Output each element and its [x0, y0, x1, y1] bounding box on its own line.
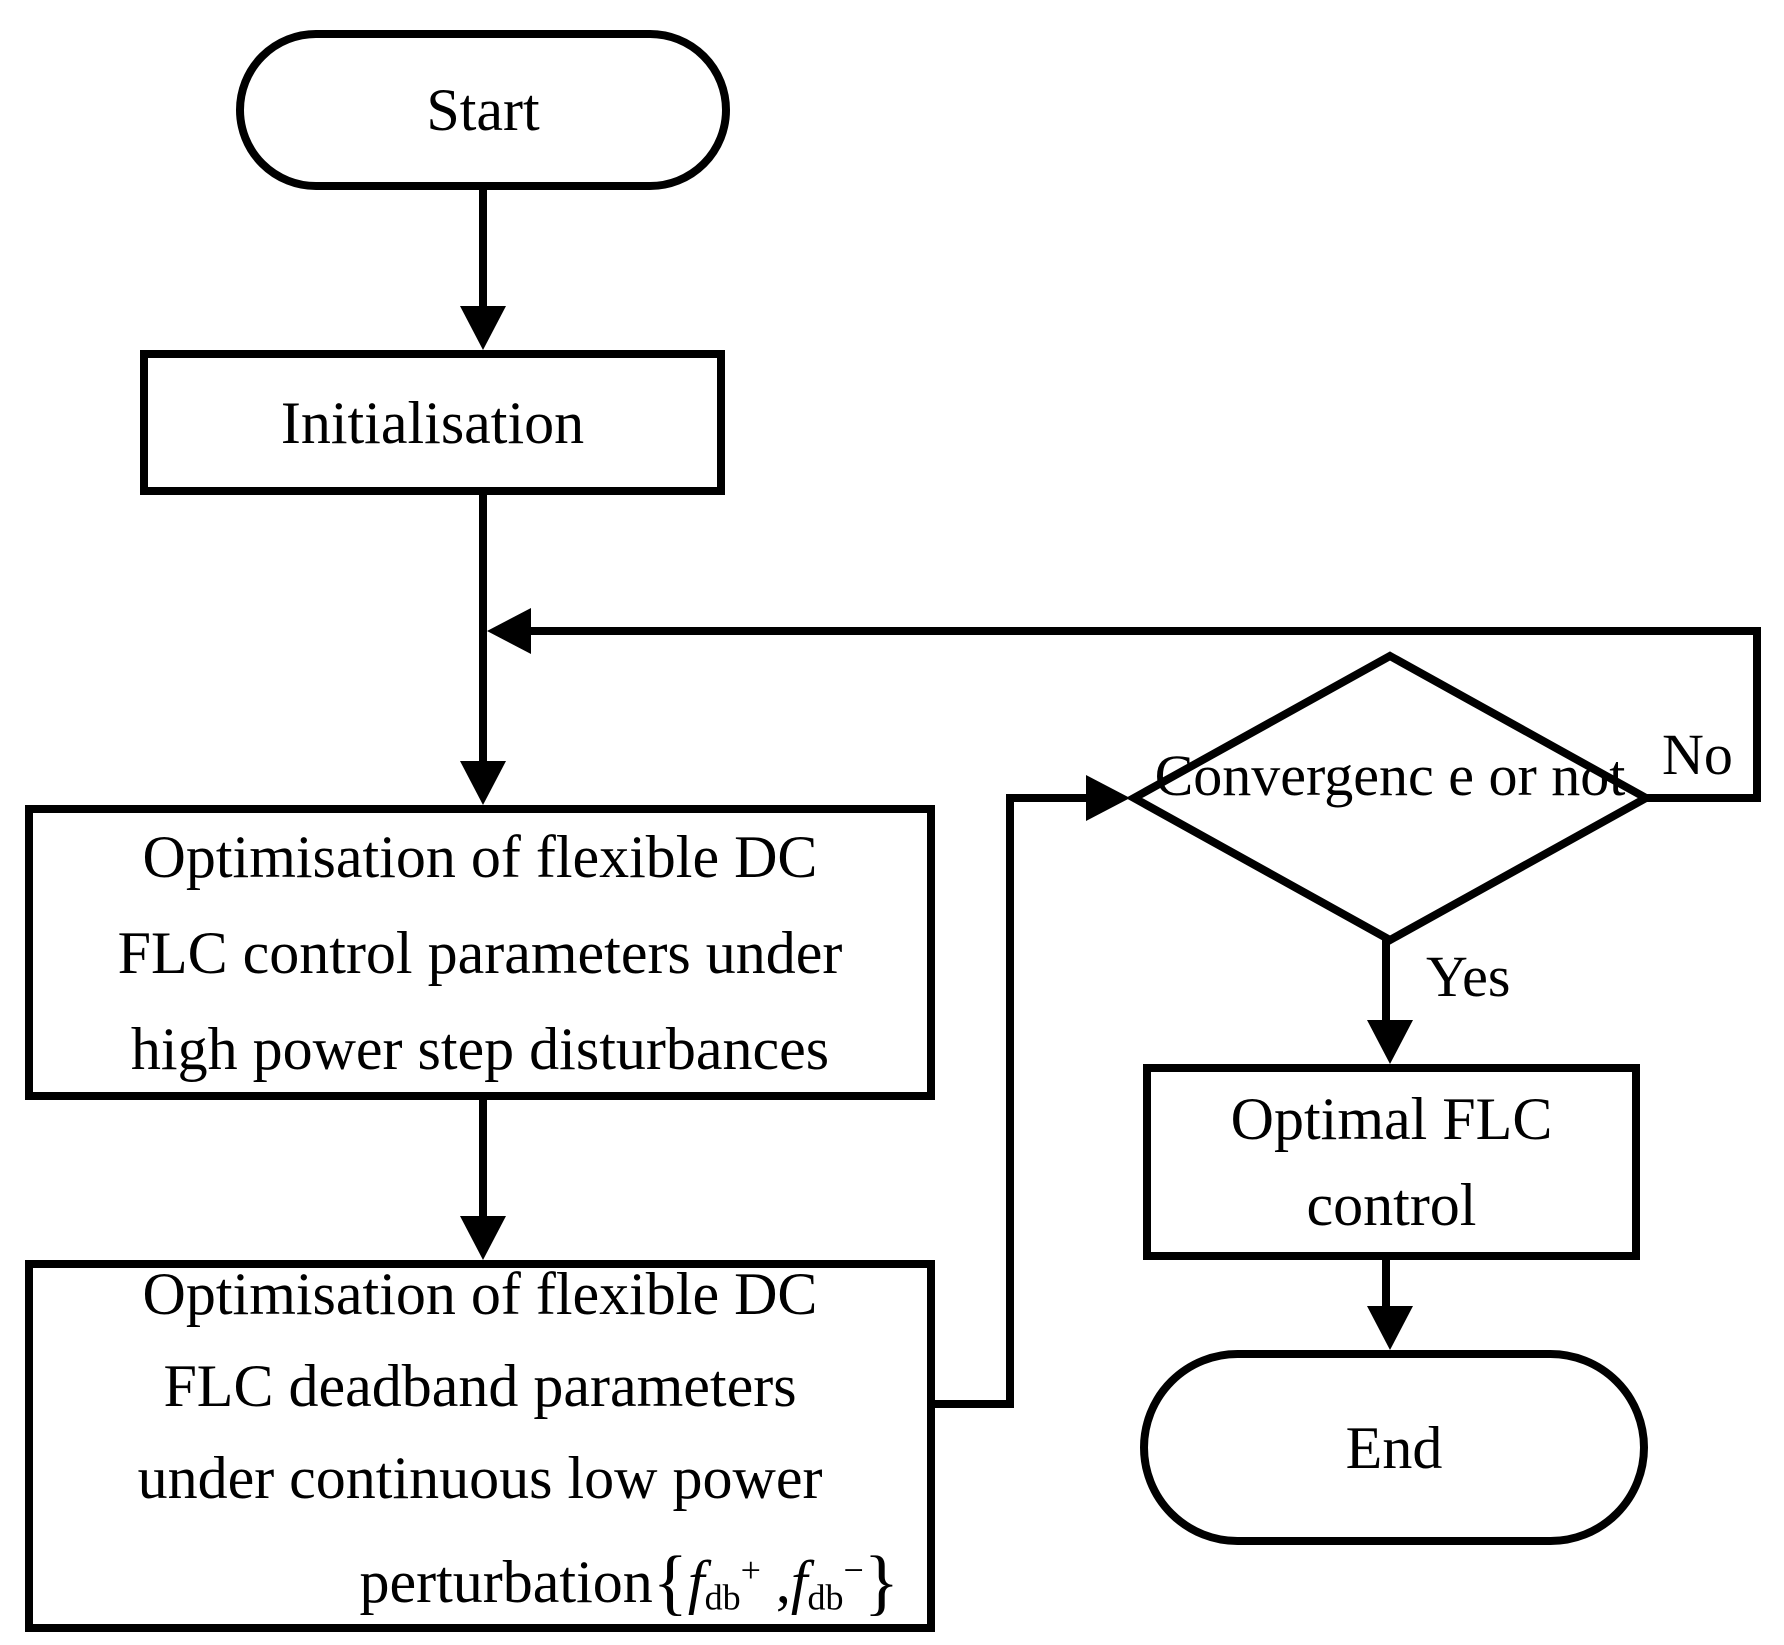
connector-init-to-box1 — [479, 491, 487, 767]
box2-line-3: under continuous low power — [137, 1445, 823, 1512]
initialisation-label: Initialisation — [280, 389, 585, 456]
convergence-diamond — [1125, 648, 1655, 948]
box2-line4-prefix: perturbation — [359, 1548, 653, 1615]
box2-formula-line: perturbation{fdb+ ,fdb−} — [33, 1524, 927, 1644]
formula-f1-subscript: db — [704, 1577, 741, 1618]
formula-open-brace: { — [652, 1541, 688, 1623]
connector-box1-to-box2 — [479, 1096, 487, 1222]
arrowhead-into-box2-icon — [460, 1216, 506, 1260]
initialisation-node: Initialisation — [140, 350, 725, 495]
formula-f1: f — [687, 1548, 705, 1615]
connector-start-to-init — [479, 186, 487, 310]
arrowhead-feedback-junction-icon — [487, 608, 531, 654]
yes-branch-label: Yes — [1426, 944, 1511, 1009]
connector-feedback-vertical — [1753, 627, 1761, 802]
connector-optimal-to-end — [1382, 1256, 1390, 1316]
convergence-label-line1: Convergenc — [1154, 743, 1434, 808]
connector-box2-to-diamond-horizontal — [1006, 794, 1090, 802]
box1-line-2: FLC control parameters under — [117, 919, 843, 986]
box1-line-1: Optimisation of flexible DC — [142, 823, 818, 890]
optimal-line-2: control — [1306, 1172, 1477, 1238]
arrowhead-into-diamond-icon — [1086, 775, 1130, 821]
end-node: End — [1140, 1350, 1648, 1545]
formula-f2-subscript: db — [807, 1577, 844, 1618]
connector-feedback-horizontal — [525, 627, 1761, 635]
start-node: Start — [236, 30, 730, 190]
optimal-line-1: Optimal FLC — [1230, 1086, 1553, 1152]
connector-box2-to-diamond-vertical — [1006, 794, 1014, 1408]
formula-close-brace: } — [863, 1541, 899, 1623]
optimal-flc-node: Optimal FLC control — [1143, 1064, 1640, 1260]
connector-no-branch — [1646, 794, 1757, 802]
box2-line-2: FLC deadband parameters — [163, 1353, 797, 1420]
end-label: End — [1345, 1414, 1443, 1481]
convergence-label: Convergenc e or not — [1146, 732, 1634, 820]
arrowhead-into-box1-icon — [460, 761, 506, 805]
formula-f2: f — [790, 1548, 808, 1615]
start-label: Start — [426, 77, 540, 143]
connector-yes-branch — [1382, 936, 1390, 1026]
arrowhead-into-end-icon — [1367, 1306, 1413, 1350]
no-branch-label: No — [1662, 722, 1733, 787]
formula-f2-superscript: − — [843, 1550, 864, 1591]
optimisation-deadband-node: Optimisation of flexible DC FLC deadband… — [25, 1260, 935, 1632]
arrowhead-into-init-icon — [460, 306, 506, 350]
diamond-shape-icon — [1125, 651, 1655, 945]
connector-box2-out — [931, 1400, 1014, 1408]
convergence-label-line2: e or not — [1448, 743, 1626, 808]
formula-comma: , — [775, 1548, 791, 1615]
box2-line-1: Optimisation of flexible DC — [142, 1261, 818, 1328]
formula-f1-superscript: + — [740, 1550, 761, 1591]
optimisation-control-node: Optimisation of flexible DC FLC control … — [25, 805, 935, 1100]
arrowhead-into-optimal-icon — [1367, 1020, 1413, 1064]
box1-line-3: high power step disturbances — [130, 1015, 830, 1082]
